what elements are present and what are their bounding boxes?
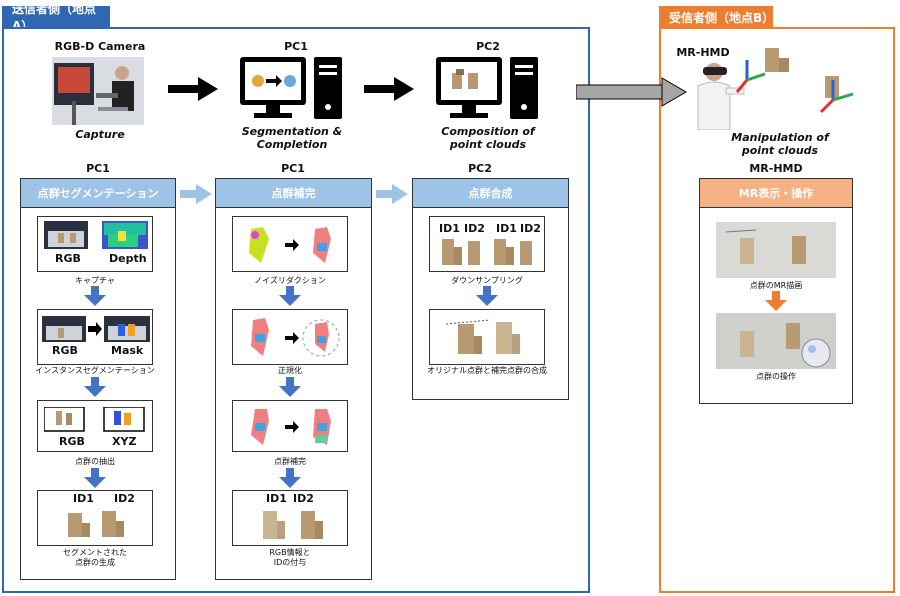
hmd-top-title: MR-HMD: [676, 46, 730, 59]
col-arrow-2: [376, 184, 408, 208]
col-comp-header: 点群補完: [215, 178, 372, 208]
seg-step-capture: [37, 216, 153, 272]
camera-title: RGB-D Camera: [54, 40, 146, 53]
mr-render-photo: [716, 222, 836, 278]
seg-step-generate: [37, 490, 153, 546]
mr-s2-caption: 点群の操作: [756, 372, 796, 381]
mr-down-arrow: [765, 291, 787, 315]
comp-s4-caption: RGB情報と IDの付与: [269, 548, 311, 567]
hmd-top-caption: Manipulation of point clouds: [731, 131, 829, 157]
flow-arrow-2: [364, 77, 414, 105]
comp-down-arrow-1: [279, 286, 301, 310]
comp-step-rgbid: [232, 490, 348, 546]
site-b-region: [659, 27, 895, 593]
comp-s4-label-b: ID2: [293, 492, 314, 505]
seg-s4-label-b: ID2: [114, 492, 135, 505]
comp-step-noise: [232, 216, 348, 272]
comp-s2-caption: 正規化: [278, 366, 302, 375]
merge-s1-label-c: ID1: [496, 222, 517, 235]
merge-step-compose: [429, 309, 545, 365]
site-a-tab: 送信者側（地点A）: [2, 2, 110, 33]
col-mr-title: MR-HMD: [749, 162, 803, 175]
comp-s3-caption: 点群補完: [274, 457, 306, 466]
seg-s3-label-a: RGB: [59, 435, 85, 448]
pc2-top-caption: Composition of point clouds: [441, 125, 535, 151]
pc2-computer-icon: [432, 55, 544, 125]
seg-s3-label-b: XYZ: [112, 435, 137, 448]
merge-s1-caption: ダウンサンプリング: [451, 276, 523, 285]
comp-s4-label-a: ID1: [266, 492, 287, 505]
merge-s1-label-a: ID1: [439, 222, 460, 235]
pc1-computer-icon: [236, 55, 348, 125]
seg-s4-label-a: ID1: [73, 492, 94, 505]
col-seg-title: PC1: [86, 162, 110, 175]
seg-s1-label-a: RGB: [55, 252, 81, 265]
pc1-top-title: PC1: [284, 40, 308, 53]
seg-s2-caption: インスタンスセグメンテーション: [35, 366, 155, 375]
merge-s1-label-d: ID2: [520, 222, 541, 235]
seg-s1-caption: キャプチャ: [75, 276, 115, 285]
flow-arrow-1: [168, 77, 218, 105]
hmd-virtual-chairs: [735, 40, 865, 120]
comp-s1-caption: ノイズリダクション: [254, 276, 326, 285]
camera-photo: [52, 57, 144, 125]
hmd-user-photo: [690, 60, 746, 131]
seg-s4-caption: セグメントされた 点群の生成: [63, 548, 127, 567]
pc2-top-title: PC2: [476, 40, 500, 53]
pc1-top-caption: Segmentation & Completion: [241, 125, 343, 151]
merge-s2-caption: オリジナル点群と補完点群の合成: [427, 366, 547, 375]
seg-step-extract: [37, 400, 153, 452]
seg-down-arrow-2: [84, 377, 106, 401]
comp-down-arrow-2: [279, 377, 301, 401]
col-merge-header: 点群合成: [412, 178, 569, 208]
col-mr-header: MR表示・操作: [699, 178, 853, 208]
col-seg-header: 点群セグメンテーション: [20, 178, 176, 208]
seg-s2-label-a: RGB: [52, 344, 78, 357]
mr-s1-caption: 点群のMR描画: [749, 281, 803, 290]
seg-down-arrow-1: [84, 286, 106, 310]
transfer-arrow: [575, 77, 688, 111]
merge-step-downsample: [429, 216, 545, 272]
site-a-region: [2, 27, 590, 593]
camera-caption: Capture: [75, 128, 125, 141]
seg-s3-caption: 点群の抽出: [75, 457, 115, 466]
merge-down-arrow-1: [476, 286, 498, 310]
site-b-tab: 受信者側（地点B）: [659, 6, 774, 28]
col-comp-title: PC1: [281, 162, 305, 175]
seg-step-instance: [37, 309, 153, 365]
comp-step-complete: [232, 400, 348, 452]
seg-s1-label-b: Depth: [109, 252, 147, 265]
seg-down-arrow-3: [84, 468, 106, 492]
comp-step-normalize: [232, 309, 348, 365]
merge-s1-label-b: ID2: [464, 222, 485, 235]
comp-down-arrow-3: [279, 468, 301, 492]
col-merge-title: PC2: [468, 162, 492, 175]
mr-manipulate-photo: [716, 313, 836, 369]
seg-s2-label-b: Mask: [111, 344, 144, 357]
col-arrow-1: [180, 184, 212, 208]
